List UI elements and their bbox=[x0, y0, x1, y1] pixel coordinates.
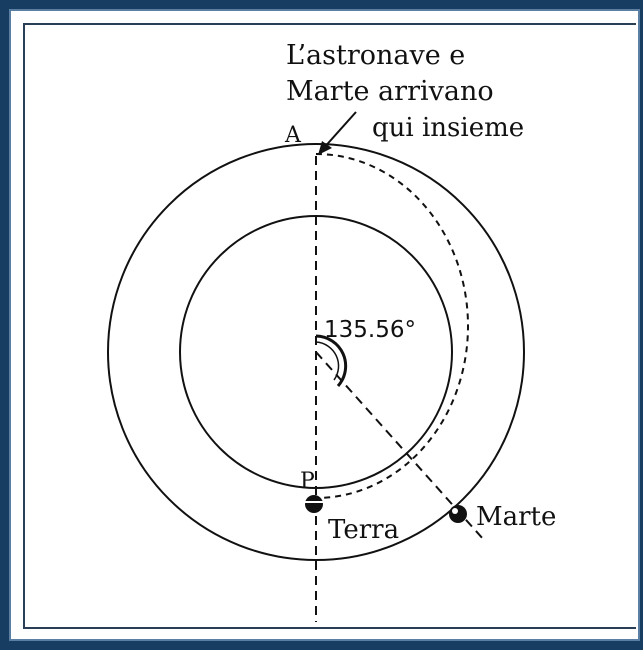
mars-marker-icon bbox=[449, 505, 467, 523]
mars-label: Marte bbox=[476, 502, 556, 532]
earth-label: Terra bbox=[328, 515, 399, 545]
annotation-line-1: L’astronave e bbox=[286, 40, 465, 71]
point-p-label: P bbox=[300, 469, 315, 494]
mars-orbit bbox=[107, 143, 525, 561]
angle-label: 135.56° bbox=[324, 317, 416, 343]
figure-border bbox=[23, 23, 636, 629]
annotation-line-3: qui insieme bbox=[372, 113, 524, 143]
angle-arc-inner bbox=[315, 341, 340, 381]
angle-arc bbox=[315, 334, 348, 387]
earth-marker-icon bbox=[305, 495, 323, 513]
annotation-arrow bbox=[321, 111, 357, 151]
transfer-orbit bbox=[315, 153, 469, 499]
arrowhead-icon bbox=[318, 141, 332, 155]
annotation-line-2: Marte arrivano bbox=[286, 76, 494, 107]
point-a-label: A bbox=[284, 123, 302, 148]
